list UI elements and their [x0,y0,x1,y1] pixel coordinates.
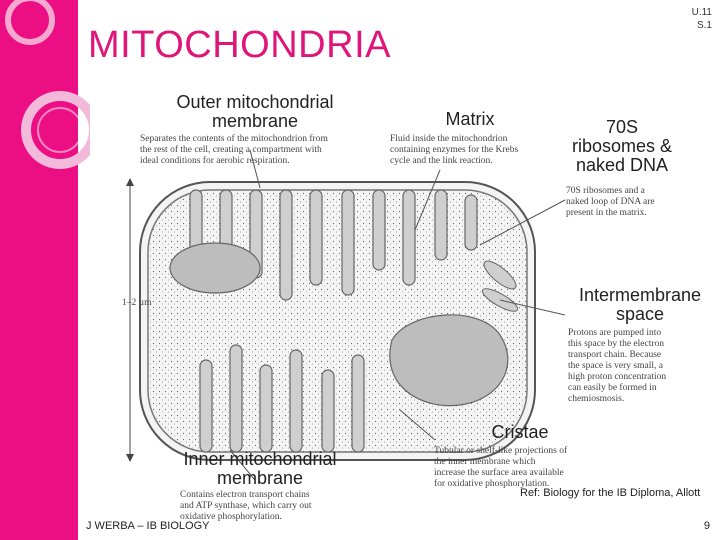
label-intermembrane-line1: Intermembrane [578,285,702,305]
label-ribosomes-line2: ribosomes & [571,136,673,156]
decorative-circles [5,0,90,169]
desc-cristae-line3: increase the surface area available [434,468,564,478]
label-ribosomes-line3: naked DNA [575,155,669,175]
footer-author: J WERBA – IB BIOLOGY [86,520,210,532]
desc-intermembrane-line6: can easily be formed in [568,383,657,393]
label-ribosomes: 70S ribosomes & naked DNA [552,118,692,175]
desc-matrix-line3: cycle and the link reaction. [390,156,493,166]
desc-intermembrane-line4: the space is very small, a [568,361,663,371]
dna-region [389,314,509,407]
label-intermembrane: Intermembrane space [562,286,718,324]
label-cristae: Cristae [491,422,549,442]
desc-cristae-line4: for oxidative phosphorylation. [434,479,550,489]
label-inner-membrane-line1: Inner mitochondrial [183,449,337,469]
desc-inner-membrane: Contains electron transport chains and A… [180,490,360,523]
desc-intermembrane-line3: transport chain. Because [568,350,662,360]
matrix-granule [169,242,261,294]
desc-ribosomes-line1: 70S ribosomes and a [566,186,645,196]
slide-code-line2: S.1 [696,20,712,31]
label-inner-membrane: Inner mitochondrial membrane [160,450,360,488]
desc-matrix: Fluid inside the mitochondrion containin… [390,134,550,167]
slide-code-line1: U.11 [691,7,712,18]
cristae-bottom [199,344,365,453]
label-matrix: Matrix [445,109,495,129]
desc-ribosomes: 70S ribosomes and a naked loop of DNA ar… [566,186,696,219]
desc-outer-membrane-line3: ideal conditions for aerobic respiration… [140,156,290,166]
label-outer-membrane: Outer mitochondrial membrane [150,93,360,131]
desc-inner-membrane-line3: oxidative phosphorylation. [180,512,282,522]
label-ribosomes-line1: 70S [605,117,639,137]
desc-cristae: Tubular or shelf-like projections of the… [434,446,614,490]
desc-intermembrane-line1: Protons are pumped into [568,328,662,338]
desc-intermembrane-line5: high proton concentration [568,372,667,382]
slide-title: MITOCHONDRIA [88,24,391,66]
desc-outer-membrane: Separates the contents of the mitochondr… [140,134,380,167]
desc-inner-membrane-line1: Contains electron transport chains [180,490,310,500]
desc-intermembrane: Protons are pumped into this space by th… [568,328,698,405]
desc-cristae-line2: the inner membrane which [434,457,536,467]
label-intermembrane-line2: space [615,304,665,324]
desc-ribosomes-line2: naked loop of DNA are [566,197,655,207]
desc-intermembrane-line2: this space by the electron [568,339,665,349]
reference-note: Ref: Biology for the IB Diploma, Allott [520,487,701,499]
desc-outer-membrane-line2: the rest of the cell, creating a compart… [140,145,322,155]
desc-intermembrane-line7: chemiosmosis. [568,394,625,404]
desc-outer-membrane-line1: Separates the contents of the mitochondr… [140,134,328,144]
label-inner-membrane-line2: membrane [216,468,304,488]
label-outer-membrane-line2: membrane [211,111,299,131]
desc-ribosomes-line3: present in the matrix. [566,208,647,218]
desc-matrix-line1: Fluid inside the mitochondrion [390,134,508,144]
desc-cristae-line1: Tubular or shelf-like projections of [434,446,568,456]
slide-code: U.11 S.1 [672,6,712,32]
side-accent-bar [0,0,78,540]
desc-matrix-line2: containing enzymes for the Krebs [390,145,519,155]
label-outer-membrane-line1: Outer mitochondrial [176,92,334,112]
scale-label: 1–2 µm [122,298,152,308]
desc-inner-membrane-line2: and ATP synthase, which carry out [180,501,312,511]
mitochondrion-diagram [126,150,566,481]
page-number: 9 [703,520,710,532]
label-pointers [229,150,566,481]
